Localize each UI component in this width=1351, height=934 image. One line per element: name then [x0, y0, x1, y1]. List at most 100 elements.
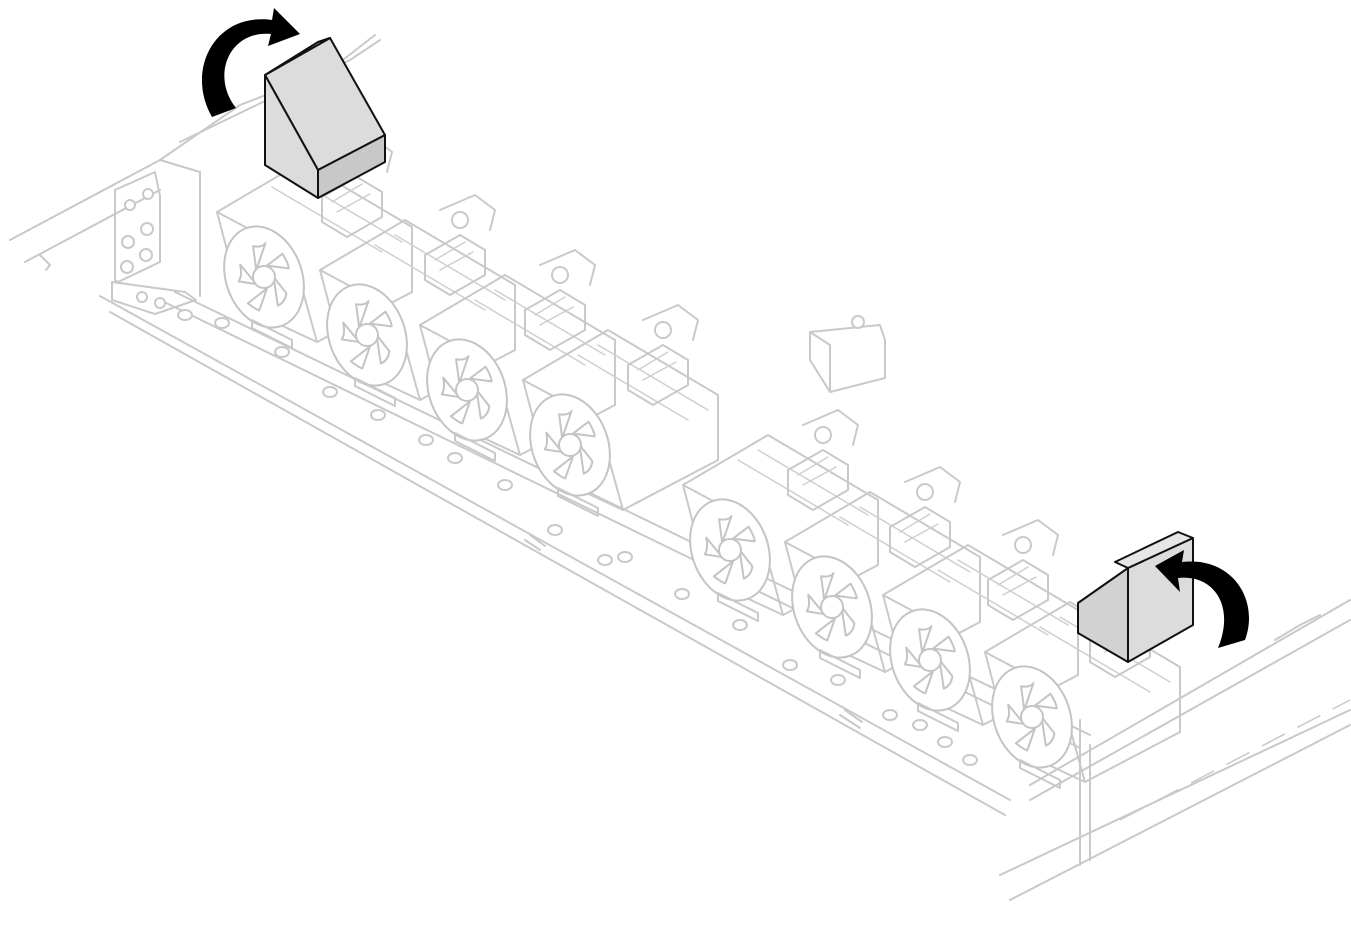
fan-blade — [237, 263, 258, 286]
fan-blade — [340, 321, 361, 344]
fan-blade — [449, 400, 471, 425]
system-fan-icon — [682, 409, 879, 622]
fan-blade — [272, 276, 288, 307]
fan-hub — [820, 595, 844, 619]
fan-latch — [524, 289, 586, 351]
fan-blade — [703, 536, 724, 559]
fan-pull-tab — [251, 319, 293, 349]
fan-blade — [805, 593, 826, 616]
fan-hub — [455, 378, 479, 402]
fan-cage — [522, 329, 719, 511]
fan-cage-rail — [577, 344, 709, 421]
mounting-hole — [447, 452, 463, 464]
fan-hub — [1020, 705, 1044, 729]
fan-blade — [578, 444, 594, 475]
fan-latch — [987, 559, 1049, 621]
fan-hub — [252, 265, 276, 289]
fan-handle-hole — [654, 321, 672, 339]
fan-blade — [820, 572, 835, 601]
mounting-hole — [962, 754, 978, 766]
mounting-hole — [912, 719, 928, 731]
mounting-hole — [370, 409, 386, 421]
fan-blade — [552, 455, 574, 480]
fan-blade — [918, 625, 933, 654]
fan-blade — [840, 606, 856, 637]
fan-blade — [903, 646, 924, 669]
fan-latch-grip — [434, 241, 474, 271]
mounting-hole — [418, 434, 434, 446]
fan-cage — [984, 601, 1181, 783]
fan-blade — [475, 389, 491, 420]
fan-latch-grip — [534, 296, 574, 326]
fan-handle-hole — [551, 266, 569, 284]
fan-blade — [355, 300, 370, 329]
fan-latch-grip — [997, 566, 1037, 596]
fan-latch — [889, 506, 951, 568]
mounting-hole — [732, 619, 748, 631]
fan-blade — [814, 617, 836, 642]
fan-latch — [627, 344, 689, 406]
fan-pull-tab — [557, 487, 599, 517]
fan-latch-grip — [637, 351, 677, 381]
fan-hub — [718, 538, 742, 562]
mounting-hole — [177, 309, 193, 321]
fan-latch — [424, 234, 486, 296]
system-fan-icon — [216, 136, 413, 349]
mounting-hole — [214, 317, 230, 329]
system-fan-icon — [419, 249, 616, 462]
fan-cage-rail — [374, 234, 506, 311]
fan-blade — [558, 410, 573, 439]
fan-blade — [265, 252, 290, 270]
fan-blade — [543, 431, 564, 454]
fan-blade — [440, 376, 461, 399]
fan-latch-grip — [331, 183, 371, 213]
mounting-hole — [830, 674, 846, 686]
fan-blade — [1040, 716, 1056, 747]
mounting-hole — [882, 709, 898, 721]
fan-latch-grip — [797, 456, 837, 486]
fan-hub — [918, 648, 942, 672]
fan-blade — [368, 310, 393, 328]
fan-pull-tab — [717, 592, 759, 622]
fan-handle-hole — [451, 211, 469, 229]
rotate-arrow-icon — [201, 8, 300, 117]
fan-pull-tab — [354, 377, 396, 407]
mounting-hole — [937, 736, 953, 748]
fan-filler-right — [1077, 531, 1194, 663]
fan-blade — [912, 670, 934, 695]
fan-blade — [731, 525, 756, 543]
system-fan-icon — [784, 466, 981, 679]
fan-blade — [246, 287, 268, 312]
rotate-arrow-icon — [1155, 550, 1250, 648]
fan-blade — [738, 549, 754, 580]
fan-blade — [571, 420, 596, 438]
fan-pull-tab — [1019, 759, 1061, 789]
fan-latch-grip — [899, 513, 939, 543]
mounting-hole — [497, 479, 513, 491]
fan-blade — [1005, 703, 1026, 726]
mounting-hole — [547, 524, 563, 536]
mounting-hole — [274, 346, 290, 358]
chassis-mounting-holes — [177, 309, 978, 766]
fan-pull-tab — [819, 649, 861, 679]
fan-handle-hole — [1014, 536, 1032, 554]
mounting-hole — [322, 386, 338, 398]
system-fan-icon — [522, 304, 719, 517]
fan-handle — [439, 194, 496, 231]
fan-blade — [712, 560, 734, 585]
fan-pull-tab — [917, 702, 959, 732]
fan-blade — [375, 334, 391, 365]
fan-handle-hole — [814, 426, 832, 444]
fan-blade — [468, 365, 493, 383]
mounting-hole — [597, 554, 613, 566]
fan-cage-rail — [839, 506, 971, 583]
fan-blade — [833, 582, 858, 600]
fan-pull-tab — [454, 432, 496, 462]
fan-handle — [642, 304, 699, 341]
fan-blade — [349, 345, 371, 370]
fan-handle — [539, 249, 596, 286]
fan-blade — [718, 515, 733, 544]
fan-latch — [787, 449, 849, 511]
